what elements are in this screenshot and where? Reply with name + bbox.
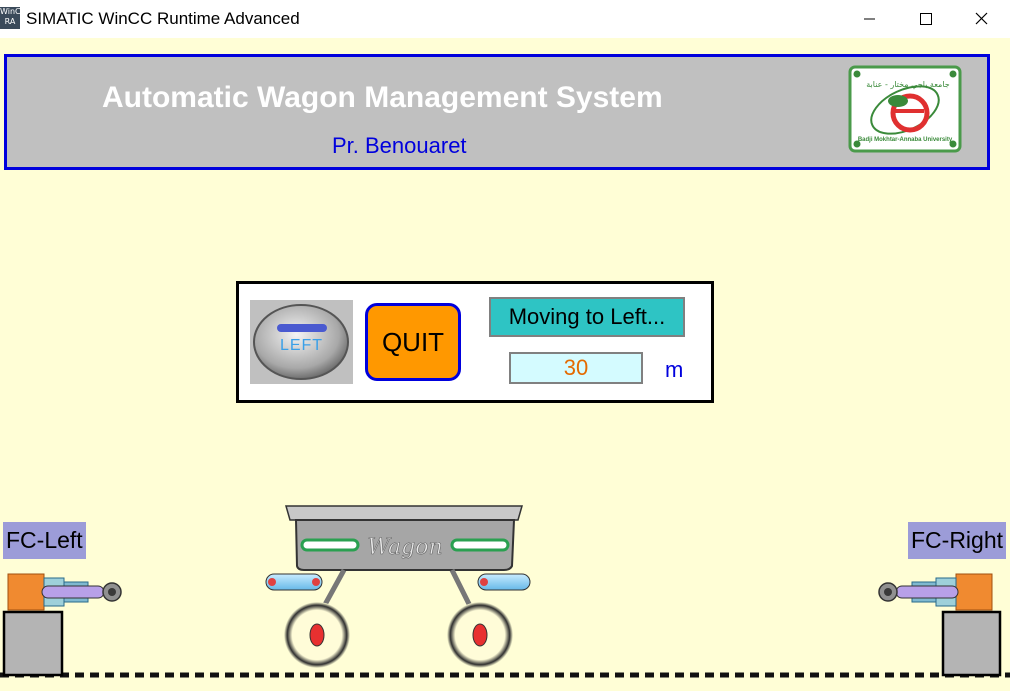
runtime-screen: Automatic Wagon Management System Pr. Be… [0,38,1010,691]
author-subtitle: Pr. Benouaret [332,133,467,158]
maximize-button[interactable] [902,4,948,34]
title-bar: WinC RA SIMATIC WinCC Runtime Advanced [0,0,1010,38]
status-display: Moving to Left... [489,297,685,337]
fc-left-sensor [2,573,122,677]
page-title: Automatic Wagon Management System [102,81,663,114]
close-icon [975,12,988,25]
app-icon: WinC RA [0,7,21,29]
wagon-label: Wagon [367,535,442,560]
svg-text:جامعة باجي مختار - عنابة: جامعة باجي مختار - عنابة [866,80,950,89]
fc-left-label: FC-Left [3,522,86,559]
left-button-label: LEFT [279,337,324,354]
left-button[interactable]: LEFT [250,300,353,384]
process-scene: Wagon [0,505,1010,678]
wagon-window-right [450,538,510,552]
control-panel: LEFT QUIT Moving to Left... m [236,281,714,403]
quit-button[interactable]: QUIT [365,303,461,381]
wagon: Wagon [265,505,531,668]
minimize-button[interactable] [846,4,892,34]
close-button[interactable] [958,4,1004,34]
university-logo-icon: جامعة باجي مختار - عنابة Badji Mokhtar-A… [848,65,962,153]
university-logo: جامعة باجي مختار - عنابة Badji Mokhtar-A… [848,65,962,153]
distance-unit: m [665,357,684,382]
minimize-icon [864,18,875,20]
window-title: SIMATIC WinCC Runtime Advanced [26,9,300,28]
header-banner: Automatic Wagon Management System Pr. Be… [4,54,990,170]
wagon-window-left [300,538,360,552]
maximize-icon [920,13,932,25]
left-button-graphic [253,304,349,380]
svg-text:Badji Mokhtar-Annaba Universit: Badji Mokhtar-Annaba University [858,137,953,143]
fc-right-sensor [878,573,1002,677]
distance-field[interactable] [509,352,643,384]
fc-right-label: FC-Right [908,522,1007,559]
